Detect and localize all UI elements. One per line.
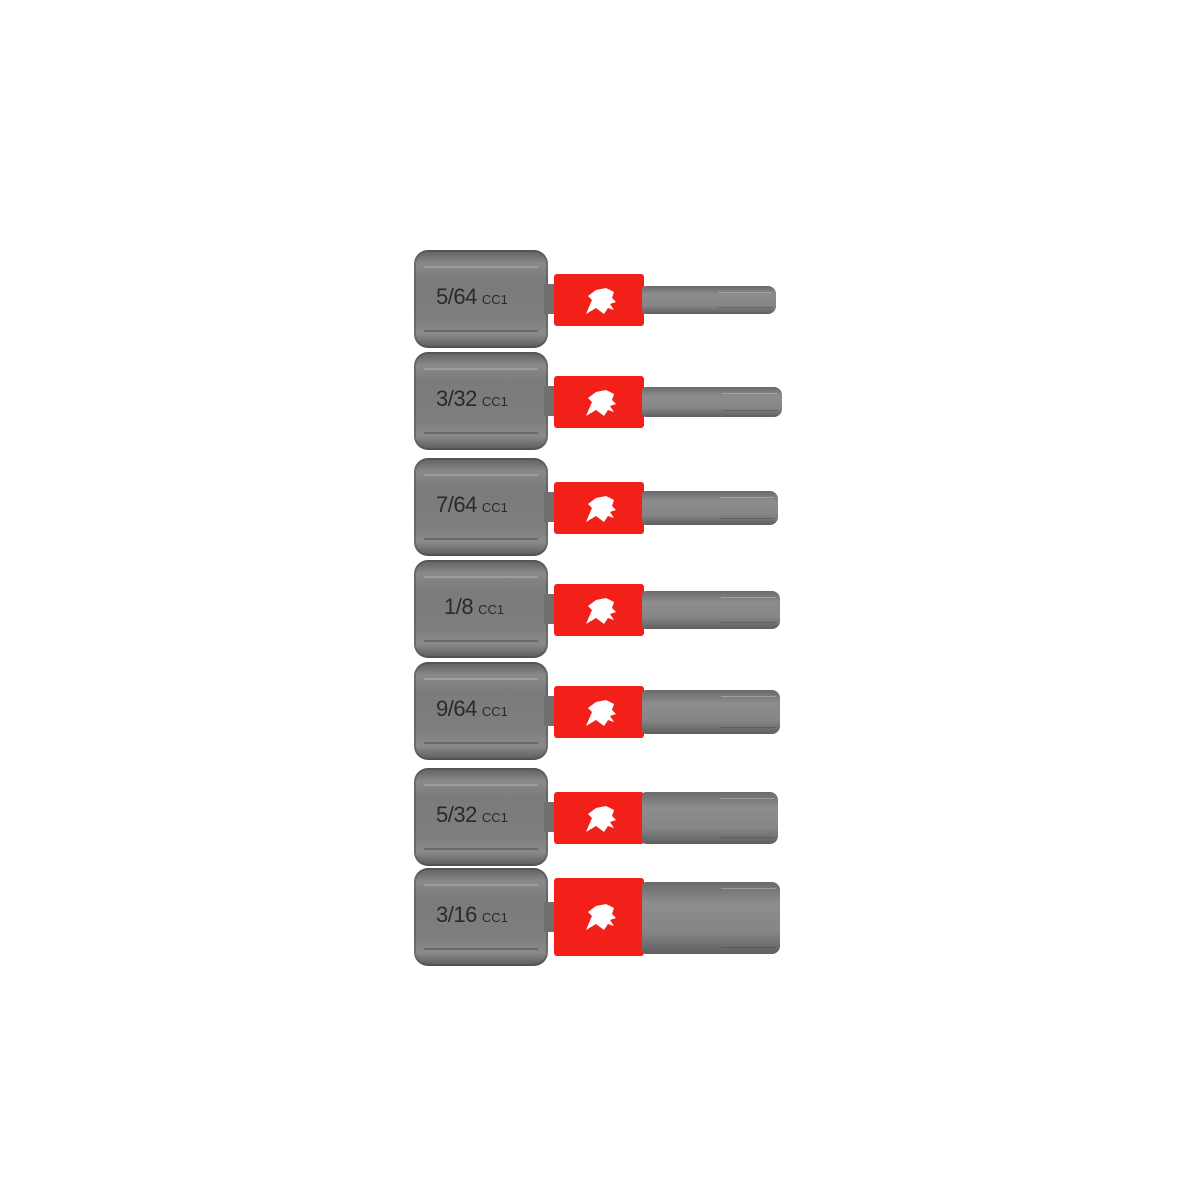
hex-tip xyxy=(642,792,778,844)
panther-logo-icon xyxy=(586,806,616,832)
hex-tip xyxy=(642,286,776,314)
hex-tip xyxy=(642,690,780,734)
red-band xyxy=(554,686,644,738)
red-band xyxy=(554,792,644,844)
red-band xyxy=(554,376,644,428)
red-band xyxy=(554,274,644,326)
panther-logo-icon xyxy=(586,390,616,416)
panther-logo-icon xyxy=(586,700,616,726)
hex-tip xyxy=(642,882,780,954)
hex-tip xyxy=(642,491,778,525)
red-band xyxy=(554,584,644,636)
panther-logo-icon xyxy=(586,598,616,624)
red-band xyxy=(554,482,644,534)
hex-tip xyxy=(642,591,780,629)
panther-logo-icon xyxy=(586,288,616,314)
hex-tip xyxy=(642,387,782,417)
panther-logo-icon xyxy=(586,904,616,930)
red-band xyxy=(554,878,644,956)
panther-logo-icon xyxy=(586,496,616,522)
